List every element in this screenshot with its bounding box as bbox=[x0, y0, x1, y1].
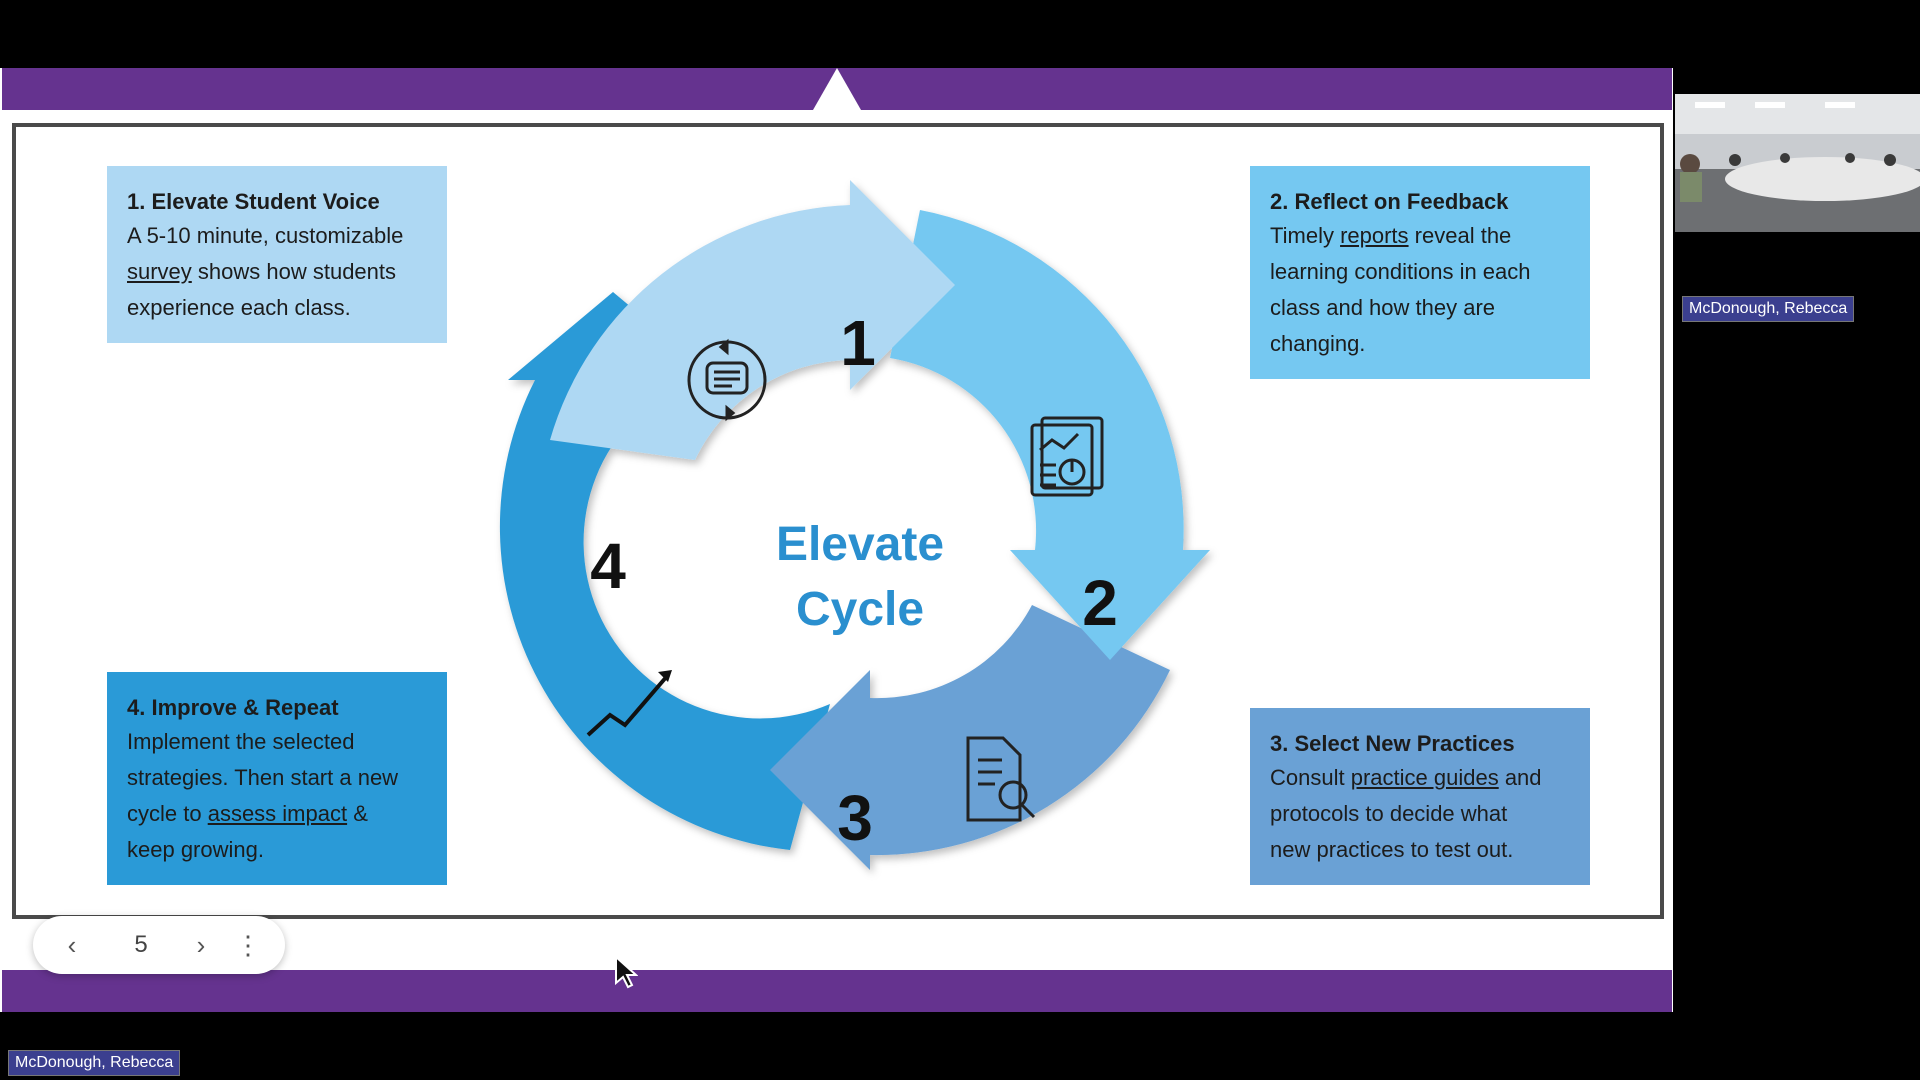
step-3-line: protocols to decide what bbox=[1270, 801, 1508, 826]
cycle-arrow-2 bbox=[890, 210, 1210, 660]
more-options-button[interactable]: ⋮ bbox=[228, 916, 268, 974]
assess-impact-link[interactable]: assess impact bbox=[207, 801, 348, 826]
bottom-banner bbox=[2, 970, 1672, 1012]
step-4-line: Implement the selected bbox=[127, 729, 355, 754]
next-slide-button[interactable]: › bbox=[176, 916, 226, 974]
reports-link[interactable]: reports bbox=[1340, 223, 1409, 248]
step-4-text: Implement the selected strategies. Then … bbox=[127, 724, 427, 868]
step-1-line: shows how students bbox=[191, 259, 397, 284]
feedback-chat-icon bbox=[687, 338, 767, 422]
step-2-line: Timely bbox=[1270, 223, 1341, 248]
step-4-line: strategies. Then start a new bbox=[127, 765, 399, 790]
video-participant-name: McDonough, Rebecca bbox=[1682, 296, 1855, 322]
step-3-line: and bbox=[1498, 765, 1542, 790]
cycle-title-line-2: Cycle bbox=[796, 583, 924, 636]
more-vertical-icon: ⋮ bbox=[235, 929, 261, 960]
step-4-box: 4. Improve & Repeat Implement the select… bbox=[107, 672, 447, 885]
mouse-pointer-icon bbox=[615, 955, 638, 989]
presenter-name: McDonough, Rebecca bbox=[8, 1050, 181, 1076]
step-number-4: 4 bbox=[590, 530, 626, 602]
shared-slide: 1. Elevate Student Voice A 5-10 minute, … bbox=[0, 68, 1673, 1012]
step-2-line: reveal the bbox=[1408, 223, 1512, 248]
step-number-1: 1 bbox=[840, 307, 876, 379]
step-4-line: & bbox=[347, 801, 368, 826]
step-3-box: 3. Select New Practices Consult practice… bbox=[1250, 708, 1590, 885]
step-3-text: Consult practice guides and protocols to… bbox=[1270, 760, 1570, 868]
slide-page-number: 5 bbox=[134, 931, 148, 958]
classroom-video-feed bbox=[1675, 94, 1920, 232]
step-1-title: 1. Elevate Student Voice bbox=[127, 189, 380, 214]
step-4-line: keep growing. bbox=[127, 837, 264, 862]
survey-link[interactable]: survey bbox=[127, 259, 192, 284]
step-2-box: 2. Reflect on Feedback Timely reports re… bbox=[1250, 166, 1590, 379]
previous-slide-button[interactable]: ‹ bbox=[47, 916, 97, 974]
banner-notch bbox=[813, 68, 861, 110]
chevron-left-icon: ‹ bbox=[67, 929, 77, 960]
practice-guides-link[interactable]: practice guides bbox=[1350, 765, 1499, 790]
step-1-text: A 5-10 minute, customizable survey shows… bbox=[127, 218, 427, 326]
document-search-icon bbox=[966, 736, 1036, 822]
growth-trend-icon bbox=[586, 673, 670, 737]
report-icon bbox=[1030, 416, 1104, 497]
top-banner bbox=[2, 68, 1672, 110]
step-2-text: Timely reports reveal the learning condi… bbox=[1270, 218, 1570, 362]
step-number-2: 2 bbox=[1082, 567, 1118, 639]
step-4-title: 4. Improve & Repeat bbox=[127, 695, 339, 720]
step-3-line: Consult bbox=[1270, 765, 1351, 790]
step-2-line: class and how they are bbox=[1270, 295, 1496, 320]
step-2-line: changing. bbox=[1270, 331, 1366, 356]
step-3-line: new practices to test out. bbox=[1270, 837, 1514, 862]
step-4-line: cycle to bbox=[127, 801, 208, 826]
participant-video-thumbnail[interactable] bbox=[1675, 94, 1920, 232]
step-1-line: A 5-10 minute, customizable bbox=[127, 223, 404, 248]
chevron-right-icon: › bbox=[196, 929, 206, 960]
step-number-3: 3 bbox=[837, 782, 873, 854]
step-2-title: 2. Reflect on Feedback bbox=[1270, 189, 1509, 214]
slide-navigation: ‹ 5 › ⋮ bbox=[33, 916, 285, 974]
elevate-cycle-diagram: 1 2 3 4 Elevate Cycle bbox=[499, 180, 1210, 870]
cycle-arrow-1 bbox=[550, 180, 955, 460]
cycle-title-line-1: Elevate bbox=[776, 518, 944, 571]
step-1-box: 1. Elevate Student Voice A 5-10 minute, … bbox=[107, 166, 447, 343]
growth-arrowhead-icon bbox=[658, 670, 672, 682]
step-3-title: 3. Select New Practices bbox=[1270, 731, 1515, 756]
step-1-line: experience each class. bbox=[127, 295, 351, 320]
step-2-line: learning conditions in each bbox=[1270, 259, 1531, 284]
